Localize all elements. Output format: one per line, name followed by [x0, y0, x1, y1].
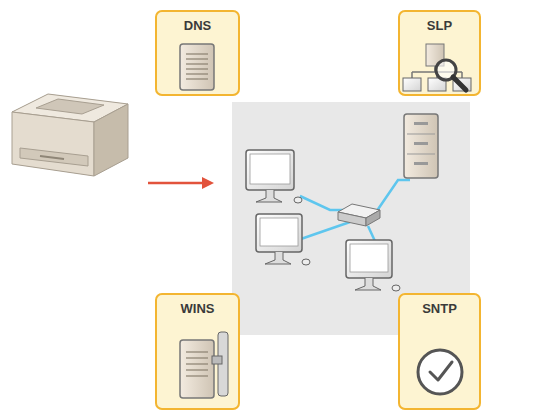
arrow — [148, 177, 214, 189]
service-box: WINS — [155, 293, 240, 410]
service-label: SLP — [400, 18, 479, 33]
service-label: WINS — [157, 301, 238, 316]
service-box: DNS — [155, 10, 240, 96]
server — [404, 114, 438, 178]
slp-search-icon — [403, 44, 471, 91]
service-label: DNS — [157, 18, 238, 33]
service-label: SNTP — [400, 301, 479, 316]
service-box: SLP — [398, 10, 481, 96]
switch — [338, 204, 380, 226]
dns-server-icon — [180, 44, 214, 90]
box-fills — [155, 10, 481, 410]
sntp-clock-icon — [418, 350, 462, 394]
printer — [12, 94, 128, 176]
service-box: SNTP — [398, 293, 481, 410]
wins-server-icon — [180, 332, 228, 398]
computers — [246, 150, 400, 291]
